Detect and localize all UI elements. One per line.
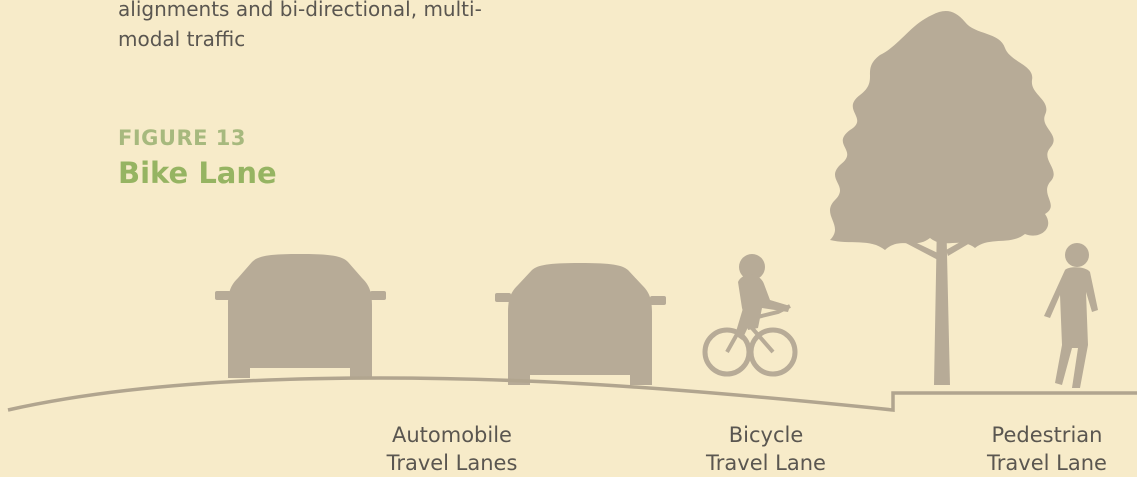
intro-text: alignments and bi-directional, multi- mo… — [118, 0, 538, 54]
pedestrian-travel-lane-label: Pedestrian Travel Lane — [972, 421, 1122, 477]
bicycle-label-line-1: Bicycle — [728, 423, 804, 447]
car-icon — [495, 263, 666, 385]
ground-line — [7, 376, 1137, 412]
intro-line-1: alignments and bi-directional, multi- — [118, 0, 482, 21]
pedestrian-icon — [1044, 243, 1098, 388]
bicycle-label-line-2: Travel Lane — [706, 451, 826, 475]
figure-number: FIGURE 13 — [118, 126, 246, 150]
car-icon — [215, 254, 386, 378]
automobile-label-line-2: Travel Lanes — [386, 451, 518, 475]
automobile-label-line-1: Automobile — [392, 423, 512, 447]
automobile-travel-lanes-label: Automobile Travel Lanes — [362, 421, 542, 477]
cyclist-icon — [702, 254, 798, 377]
intro-line-2: modal traffic — [118, 27, 246, 51]
bicycle-travel-lane-label: Bicycle Travel Lane — [696, 421, 836, 477]
pedestrian-label-line-2: Travel Lane — [987, 451, 1107, 475]
tree-illustration — [830, 10, 1054, 385]
figure-title: Bike Lane — [118, 156, 277, 190]
pedestrian-label-line-1: Pedestrian — [991, 423, 1103, 447]
